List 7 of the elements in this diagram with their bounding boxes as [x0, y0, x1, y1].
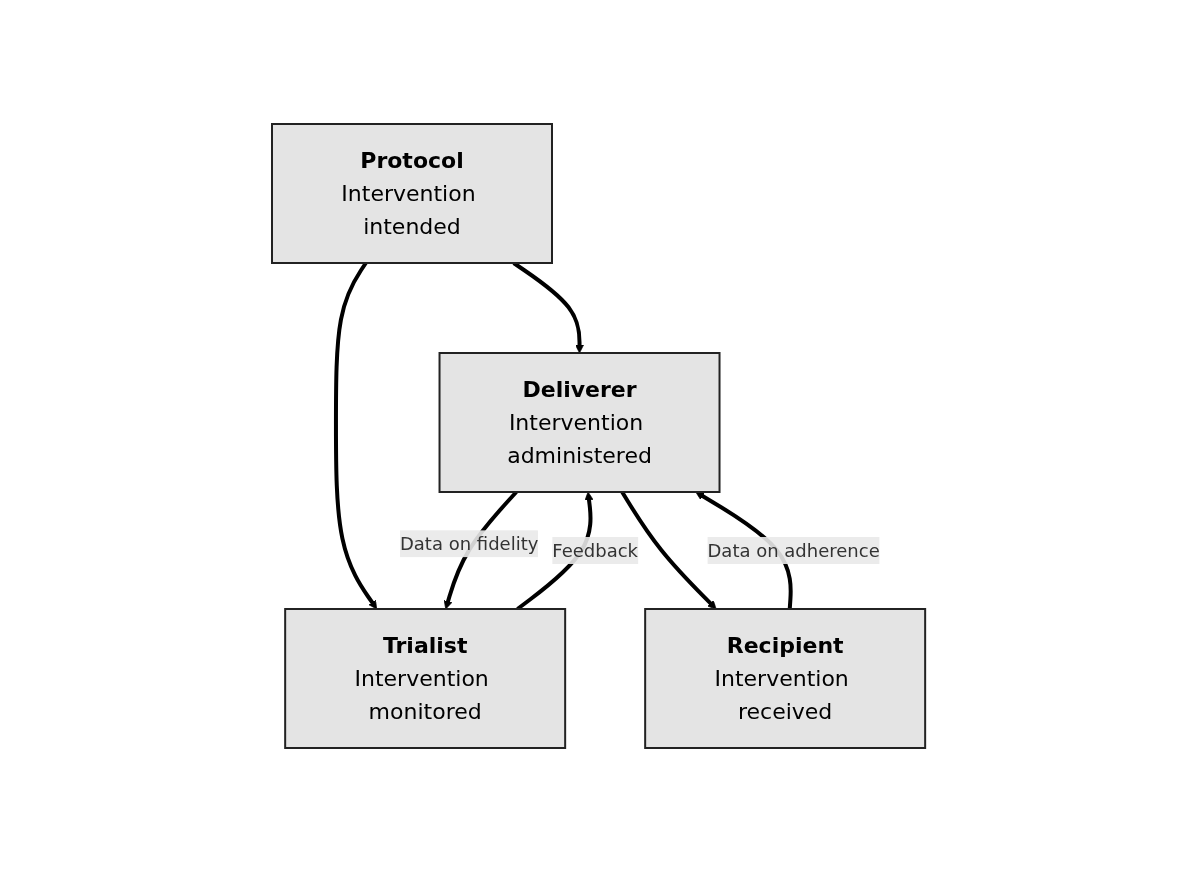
node-box: Deliverer Intervention administered — [438, 352, 721, 493]
node-box: Trialist Intervention monitored — [284, 608, 567, 749]
edge-label: Data on adherence — [707, 540, 880, 561]
node-box: Protocol Intervention intended — [270, 123, 553, 264]
node-box: Recipient Intervention received — [644, 608, 927, 749]
edge-label: Data on fidelity — [399, 533, 539, 555]
edge-label: Feedback — [552, 540, 638, 561]
